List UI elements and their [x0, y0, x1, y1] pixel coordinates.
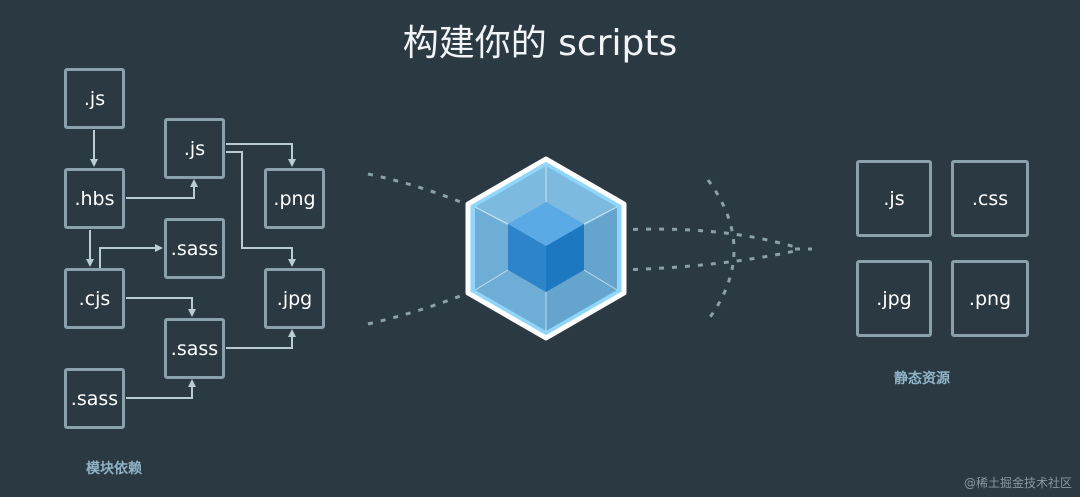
arrow-hbs-to-js	[126, 179, 198, 199]
module-box-js-2: .js	[164, 118, 225, 179]
module-box-hbs: .hbs	[64, 168, 125, 229]
output-flow-line-top	[619, 227, 796, 249]
output-flow-line-bottom	[619, 249, 796, 272]
arrow-cjs-to-sass-lower	[126, 297, 196, 317]
module-box-sass-3: .sass	[64, 368, 125, 429]
module-box-cjs-label: cjs	[84, 287, 111, 310]
arrow-js-to-jpg	[226, 151, 296, 267]
arrow-sass-to-jpg	[226, 329, 296, 349]
input-flow-line-top	[367, 172, 469, 207]
webpack-cube-icon	[465, 156, 627, 341]
arrow-sass-left-to-sass	[126, 379, 196, 399]
arrow-js-to-png	[226, 143, 296, 167]
module-box-hbs-label: hbs	[80, 187, 115, 210]
module-dependencies-caption: 模块依赖	[86, 461, 142, 477]
module-box-sass: .sass	[164, 218, 225, 279]
asset-box-png-label: png	[974, 287, 1012, 310]
module-box-jpg: .jpg	[264, 268, 325, 329]
module-box-js-2-label: js	[189, 137, 206, 160]
asset-box-css-label: css	[977, 187, 1009, 210]
flow-lines	[367, 172, 812, 326]
arrow-cjs-to-sass	[99, 244, 163, 268]
module-box-png: .png	[264, 168, 325, 229]
watermark: @稀土掘金技术社区	[963, 476, 1072, 490]
module-box-sass-label: sass	[176, 237, 219, 260]
module-box-sass-3-label: sass	[76, 387, 119, 410]
dependency-arrows	[86, 130, 296, 399]
module-box-sass-2-label: sass	[176, 337, 219, 360]
module-box-cjs: .cjs	[64, 268, 125, 329]
page-title: 构建你的 scripts	[402, 23, 678, 64]
module-box-png-label: png	[279, 187, 316, 210]
module-box-js: .js	[64, 68, 125, 129]
module-box-jpg-label: jpg	[282, 287, 313, 310]
asset-box-js-label: js	[889, 187, 905, 210]
output-arrow-arc	[706, 179, 736, 321]
asset-box-jpg: .jpg	[856, 260, 932, 337]
asset-box-js: .js	[856, 160, 932, 237]
asset-box-css: .css	[951, 160, 1029, 237]
input-flow-line-bottom	[367, 291, 469, 326]
asset-box-jpg-label: jpg	[882, 287, 912, 310]
module-box-js-label: js	[89, 87, 106, 110]
module-box-sass-2: .sass	[164, 318, 225, 379]
static-assets-caption: 静态资源	[894, 371, 950, 387]
asset-box-png: .png	[951, 260, 1029, 337]
